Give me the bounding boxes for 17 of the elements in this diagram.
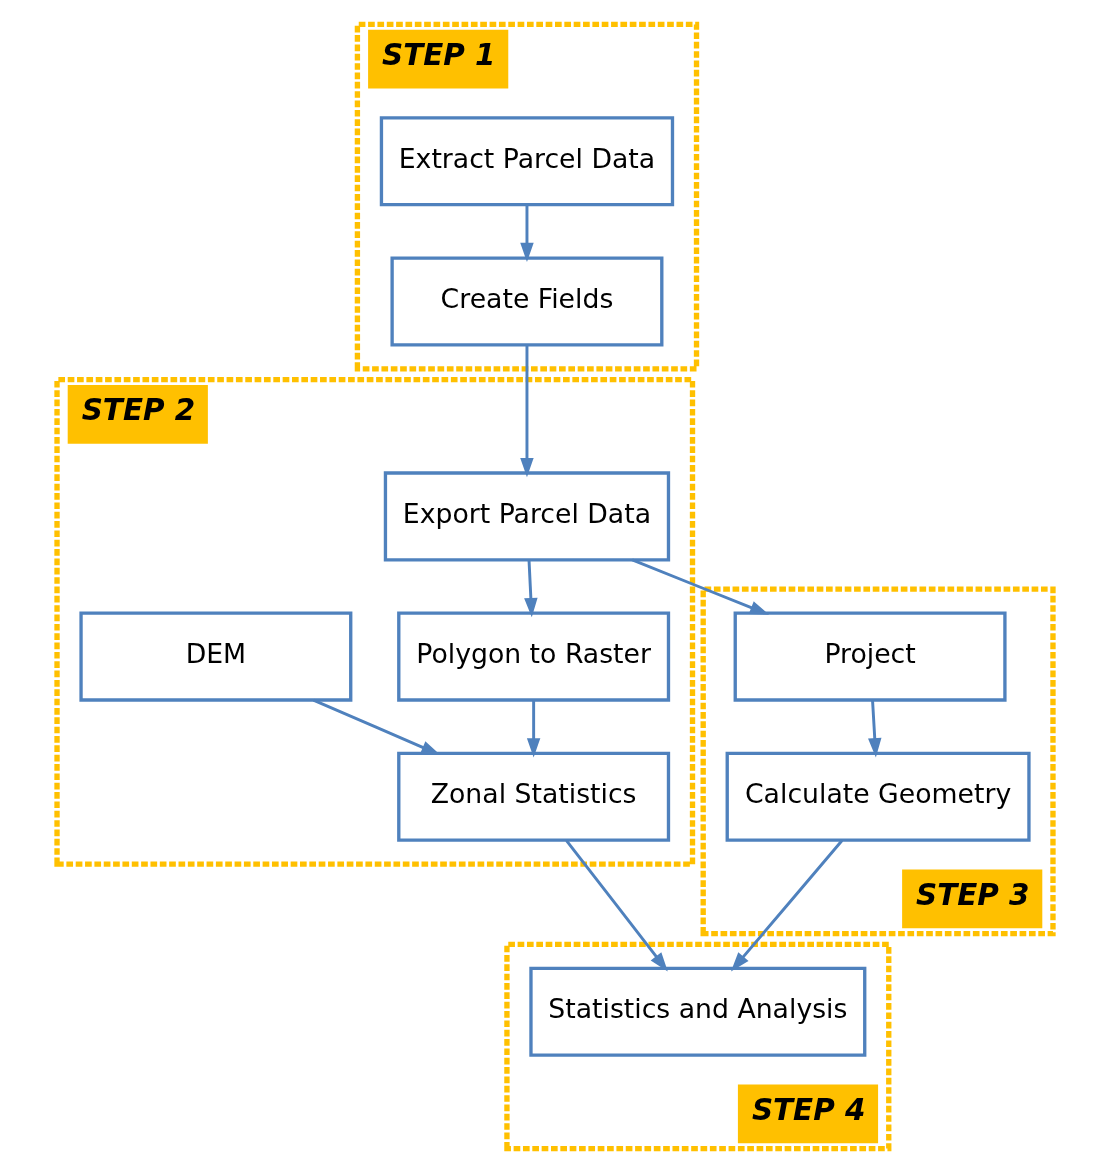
arrow <box>730 839 844 972</box>
node-box: Extract Parcel Data <box>379 116 675 207</box>
node-box: Zonal Statistics <box>397 751 671 842</box>
node-box: Export Parcel Data <box>383 471 671 562</box>
node-box: Create Fields <box>390 256 664 347</box>
node-box: Polygon to Raster <box>397 611 671 702</box>
arrow <box>520 345 534 478</box>
arrow <box>868 700 882 758</box>
node-box: Statistics and Analysis <box>529 966 867 1057</box>
arrow <box>565 839 668 972</box>
node-box: DEM <box>79 611 353 702</box>
arrow <box>524 560 538 618</box>
arrow <box>631 558 770 615</box>
node-box: Project <box>733 611 1007 702</box>
arrow <box>520 205 534 263</box>
node-box: Calculate Geometry <box>725 751 1031 842</box>
arrow <box>526 700 541 758</box>
